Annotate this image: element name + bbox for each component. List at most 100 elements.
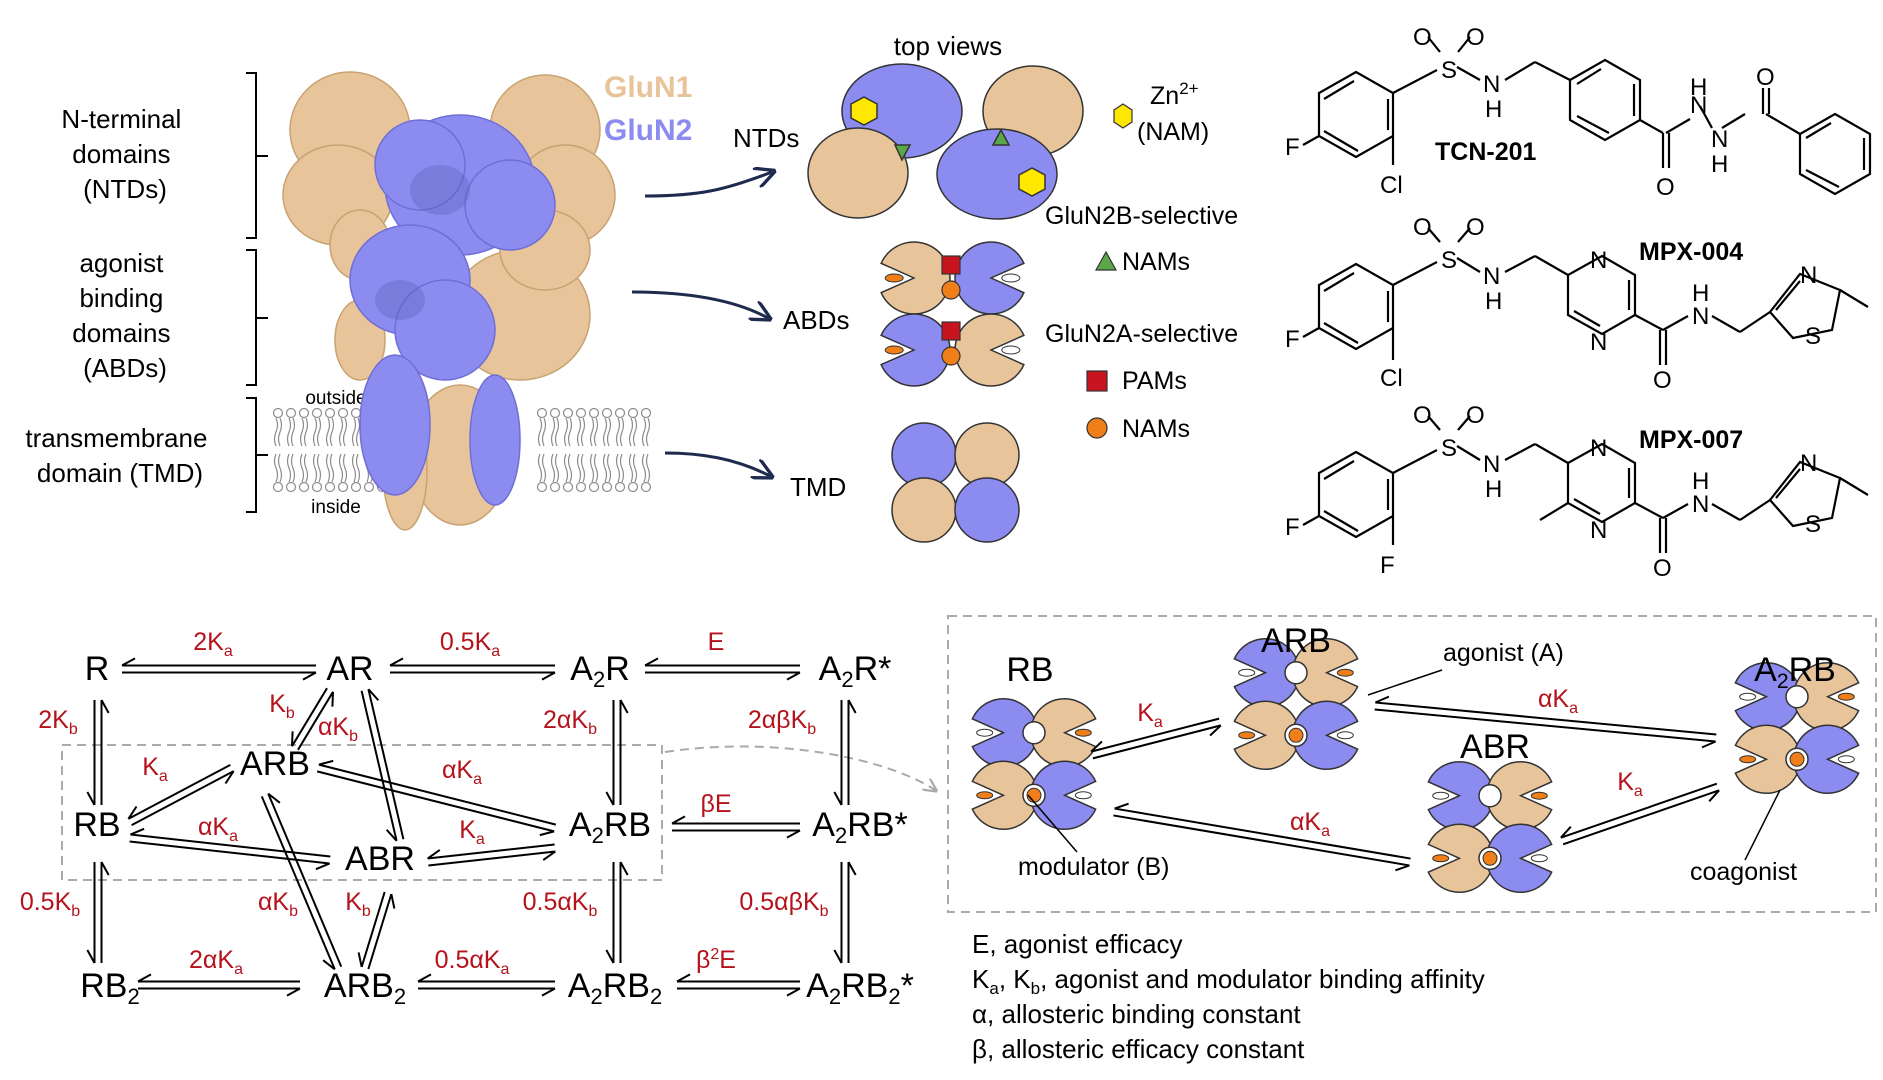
equilibrium-arrow [1090,717,1222,760]
abd-bracket [246,249,268,386]
state-R: R [85,650,110,688]
state-A2RB2s: A2RB2* [806,967,914,1009]
svg-text:N: N [1590,247,1607,274]
rate-r_R_AR: 2Ka [193,628,233,660]
ntd-label: N-terminal domains (NTDs) [61,104,188,204]
rate-r_AR_ARB: Kb [269,690,295,722]
svg-text:N: N [1483,451,1500,478]
svg-text:N: N [1690,92,1707,119]
glun2a-pams-label: PAMs [1122,367,1187,395]
svg-text:O: O [1653,367,1672,394]
abd-arrow [631,290,768,318]
svg-text:O: O [1653,555,1672,582]
rate-r_ARB_ARB2: αKb [258,888,298,920]
equilibrium-arrow [417,973,556,997]
rate-r_ARB_A2RB: αKa [442,756,482,788]
inset-box [947,615,1877,913]
svg-text:H: H [1485,288,1502,315]
zn-hexagon [850,96,878,126]
state-ABR: ABR [345,840,415,878]
pam-square [941,255,961,275]
svg-text:N: N [1590,329,1607,356]
state-AR: AR [326,650,373,688]
svg-text:H: H [1690,74,1707,101]
glun2-legend: GluN2 [604,114,692,147]
equilibrium-arrow [127,764,235,826]
agonist-leader [1367,669,1443,696]
nam2b-legend-icon [1094,250,1118,271]
pam-square [941,321,961,341]
inset-abr-receptor [1427,760,1553,894]
inset-arb-receptor [1233,637,1359,771]
definition-beta: β, allosteric efficacy constant [972,1034,1305,1064]
ligand-marker [884,345,904,355]
svg-text:F: F [1285,326,1300,353]
abd-top-view [880,241,1025,387]
zn-hexagon [1018,167,1046,197]
coagonist-leader [1744,789,1781,861]
equilibrium-arrow [1560,782,1720,846]
top-views-panel: top views NTDs ABDs TMD Zn2+ (NAM) GluN2… [733,31,1238,543]
equilibrium-arrow [671,815,801,839]
state-RB: RB [73,806,120,844]
coagonist-callout: coagonist [1690,858,1797,886]
rate-r_A2RBs_A2RB2s: 0.5αβKb [739,888,828,920]
protein-surface-illustration [282,71,616,531]
mpx-007-name: MPX-007 [1639,426,1743,454]
ligand-marker [884,273,904,283]
svg-text:F: F [1285,514,1300,541]
ntd-arrow [644,172,772,198]
nam2b-triangle [991,128,1011,146]
equilibrium-arrow [360,688,405,842]
equilibrium-arrow [86,861,110,964]
membrane-inside-label: inside [311,497,361,518]
svg-text:S: S [1441,247,1457,274]
state-A2RBs: A2RB* [812,806,907,848]
svg-text:H: H [1711,151,1728,178]
svg-text:S: S [1441,435,1457,462]
rate-r_ARB2_A2RB2: 0.5αKa [435,946,510,978]
equilibrium-arrow [137,973,301,997]
svg-text:H: H [1692,280,1709,307]
equilibrium-arrow [86,699,110,806]
svg-text:H: H [1692,468,1709,495]
top-views-title: top views [894,31,1002,61]
inset-rate-aka-bottom: αKa [1290,808,1330,840]
rate-r_RB_ARB: Ka [142,753,168,785]
glun2b-nams-label: NAMs [1122,248,1190,276]
scheme-highlight-box [61,744,663,881]
nam2b-triangle [893,144,912,162]
ntd-bracket [246,72,268,239]
state-A2RB: A2RB [569,806,651,848]
svg-text:N: N [1692,491,1709,518]
rate-r_ABR_ARB2: Kb [345,888,371,920]
modulator-callout: modulator (B) [1018,853,1169,881]
abd-lobe [954,241,1025,315]
rate-r_b2E: β2E [696,946,736,974]
state-A2RB2: A2RB2 [568,967,662,1009]
equilibrium-arrow [357,891,396,970]
zn-legend-label: Zn2+ [1150,79,1199,110]
compound-mpx-007 [1302,415,1869,553]
svg-text:O: O [1413,402,1432,429]
svg-text:S: S [1805,323,1821,350]
rate-r_A2RB_A2RB2: 0.5αKb [523,888,598,920]
svg-text:H: H [1485,476,1502,503]
rate-r_A2R_A2RB: 2αKb [543,706,597,738]
definition-alpha: α, allosteric binding constant [972,999,1301,1029]
glun2a-nams-label: NAMs [1122,415,1190,443]
svg-text:N: N [1800,262,1817,289]
rate-r_AR_ABR: αKb [318,713,358,745]
structure-panel: N-terminal domains (NTDs) agonist bindin… [25,71,772,531]
nam2a-legend-icon [1086,417,1108,439]
inset-a2rb-label: A2RB [1754,651,1836,693]
rate-r_E: E [708,628,725,656]
compounds-panel: S O O N H F Cl O N H N H O TCN-201 [1285,24,1872,582]
state-ARB2: ARB2 [324,967,406,1009]
state-RB2: RB2 [80,967,139,1009]
svg-text:F: F [1380,552,1395,579]
equilibrium-arrow [129,827,331,871]
inset-a2rb-receptor [1734,661,1860,795]
